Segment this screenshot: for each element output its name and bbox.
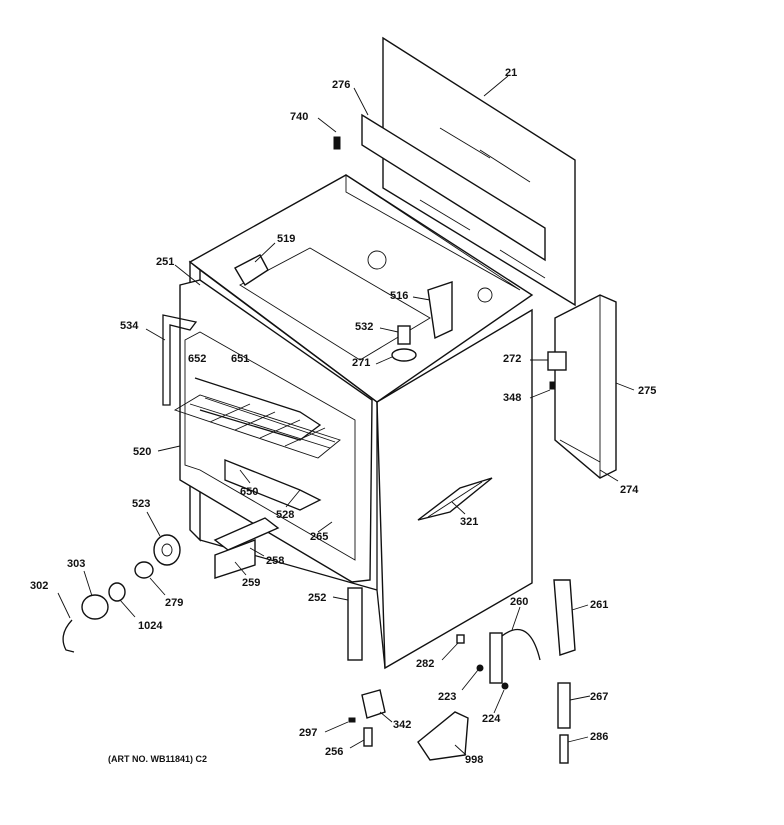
part-label-258: 258	[266, 555, 284, 567]
part-label-286: 286	[590, 731, 608, 743]
part-label-267: 267	[590, 691, 608, 703]
art-number-caption: (ART NO. WB11841) C2	[108, 754, 207, 764]
part-label-302: 302	[30, 580, 48, 592]
part-labels: 21 276 740 519 251 534 516 532 652 651 2…	[30, 67, 656, 766]
part-label-256: 256	[325, 746, 343, 758]
part-label-520: 520	[133, 446, 151, 458]
part-label-516: 516	[390, 290, 408, 302]
part-label-342: 342	[393, 719, 411, 731]
part-label-275: 275	[638, 385, 656, 397]
part-label-740: 740	[290, 111, 308, 123]
range-cabinet	[188, 174, 534, 670]
part-label-1024: 1024	[138, 620, 163, 632]
part-label-282: 282	[416, 658, 434, 670]
part-label-998: 998	[465, 754, 483, 766]
part-label-261: 261	[590, 599, 608, 611]
part-label-271: 271	[352, 357, 370, 369]
part-label-259: 259	[242, 577, 260, 589]
part-label-650: 650	[240, 486, 258, 498]
part-label-279: 279	[165, 597, 183, 609]
part-label-532: 532	[355, 321, 373, 333]
part-label-21: 21	[505, 67, 517, 79]
part-label-652: 652	[188, 353, 206, 365]
part-label-252: 252	[308, 592, 326, 604]
oven-front-frame	[173, 279, 373, 583]
part-label-274: 274	[620, 484, 639, 496]
part-label-321: 321	[460, 516, 478, 528]
part-label-303: 303	[67, 558, 85, 570]
part-label-265: 265	[310, 531, 328, 543]
part-label-223: 223	[438, 691, 456, 703]
part-label-276: 276	[332, 79, 350, 91]
part-label-519: 519	[277, 233, 295, 245]
back-panel-21	[361, 36, 576, 307]
small-parts	[62, 136, 576, 764]
terminal-bracket-275	[554, 294, 617, 479]
part-label-528: 528	[276, 509, 294, 521]
leader-lines	[57, 75, 635, 756]
part-label-523: 523	[132, 498, 150, 510]
part-label-534: 534	[120, 320, 139, 332]
part-label-651: 651	[231, 353, 249, 365]
part-label-272: 272	[503, 353, 521, 365]
part-label-224: 224	[482, 713, 501, 725]
part-label-260: 260	[510, 596, 528, 608]
part-label-348: 348	[503, 392, 521, 404]
part-label-297: 297	[299, 727, 317, 739]
part-label-251: 251	[156, 256, 174, 268]
